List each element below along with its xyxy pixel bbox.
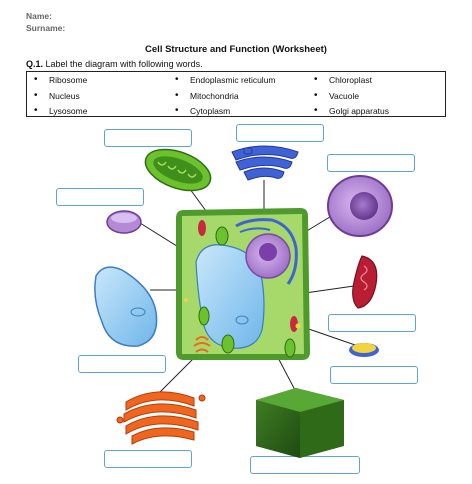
answer-box-top-center[interactable] — [236, 124, 324, 142]
word-bank-item: Golgi apparatus — [314, 105, 389, 116]
word-bank-item: Ribosome — [34, 74, 87, 85]
ribosome-large — [349, 343, 379, 357]
word-bank: Ribosome Nucleus Lysosome Endoplasmic re… — [26, 71, 446, 117]
chloroplast-large — [144, 148, 212, 192]
cell-wall-large — [256, 388, 344, 458]
answer-box-left-upper[interactable] — [56, 188, 144, 206]
answer-box-right-middle[interactable] — [328, 314, 416, 332]
worksheet-title: Cell Structure and Function (Worksheet) — [145, 44, 327, 55]
answer-box-left-lower[interactable] — [78, 355, 166, 373]
answer-box-top-left[interactable] — [104, 129, 192, 147]
word-bank-item: Chloroplast — [314, 74, 372, 85]
answer-box-top-right[interactable] — [327, 154, 415, 172]
vacuole-large — [94, 266, 158, 347]
answer-box-right-lower[interactable] — [330, 366, 418, 384]
endoplasmic-reticulum — [235, 218, 298, 285]
surname-label: Surname: — [26, 23, 66, 33]
word-bank-item: Lysosome — [34, 105, 88, 116]
chloroplast — [215, 226, 229, 246]
answer-box-bottom-left[interactable] — [104, 450, 192, 468]
golgi-small — [193, 336, 211, 353]
plant-cell — [176, 208, 310, 360]
lysosome-large — [106, 210, 142, 234]
golgi-apparatus-large — [116, 391, 206, 445]
word-bank-item: Vacuole — [314, 90, 359, 101]
mitochondrion — [198, 220, 206, 236]
word-bank-item: Endoplasmic reticulum — [175, 74, 275, 85]
question-number: Q.1. — [26, 59, 44, 69]
nucleus-large — [327, 175, 393, 237]
name-label: Name: — [26, 11, 52, 21]
word-bank-item: Nucleus — [34, 90, 80, 101]
question-text: Label the diagram with following words. — [45, 59, 203, 69]
question-prompt: Q.1. Label the diagram with following wo… — [26, 59, 203, 69]
mitochondrion-large — [352, 255, 378, 309]
word-bank-item: Cytoplasm — [175, 105, 230, 116]
word-bank-item: Mitochondria — [175, 90, 239, 101]
endoplasmic-reticulum-large — [231, 145, 299, 181]
